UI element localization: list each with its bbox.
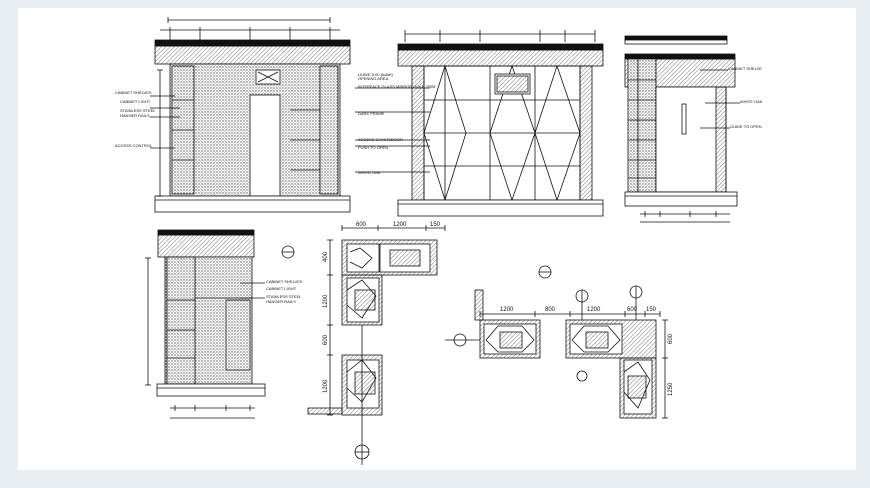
label-leave-gap: LEAVE 5,00 (bullet) (358, 72, 394, 77)
dim-600-plan2: 600 (627, 307, 638, 313)
label-hanger-rails: HANGER RAILS (120, 113, 150, 118)
dim-800-plan2: 800 (545, 307, 556, 313)
dim-150-plan1: 150 (430, 222, 441, 228)
plan-2 (445, 265, 668, 419)
label-opening-area: OPENING AREA (358, 76, 389, 81)
label-access-cover: ACCESS COVER/DOOR (358, 137, 403, 142)
label-guide-to-open: GUIDE TO OPEN (730, 124, 762, 129)
label-cabinet-shelves-2: CABINET SHELVES (266, 279, 303, 284)
label-interface-glass: INTERFACE GLASS MIRROR GOLD TRIM (358, 84, 436, 89)
elevation-4 (145, 229, 266, 419)
dim-1200-plan1-v: 1200 (323, 294, 329, 308)
cad-drawing: CABINET SHELVES CABINET LIGHT STAINLESS … (115, 17, 763, 465)
label-push-to-open: PUSH TO OPEN (358, 145, 388, 150)
elevation-2 (355, 30, 604, 217)
dim-600-plan2-v: 600 (668, 333, 674, 344)
elevation-1 (150, 17, 351, 213)
label-stainless-steel: STAINLESS STEEL (120, 108, 156, 113)
label-stainless-steel-2: STAINLESS STEEL (266, 294, 302, 299)
label-hanger-rails-2: HANGER RAILS (266, 299, 296, 304)
elevation-3 (624, 35, 740, 223)
dim-400-plan1: 400 (323, 251, 329, 262)
dim-1200-plan1-v2: 1200 (323, 379, 329, 393)
label-cabinet-light: CABINET LIGHT (120, 99, 151, 104)
drawing-sheet: CABINET SHELVES CABINET LIGHT STAINLESS … (18, 8, 856, 470)
dim-1200-plan2-b: 1200 (587, 307, 601, 313)
label-dark-frame: DARK FRAME (358, 111, 385, 116)
label-white-oak-short: WHITE OAK (740, 99, 763, 104)
dim-1200-plan1: 1200 (393, 222, 407, 228)
dim-1250-plan2-v: 1250 (668, 382, 674, 396)
label-access-control: ACCESS CONTROL (115, 143, 153, 148)
plan-1 (281, 225, 446, 465)
label-cabinet-light-2: CABINET LIGHT (266, 286, 297, 291)
dim-600-plan1: 600 (356, 222, 367, 228)
label-cabinet-shelves: CABINET SHELVES (115, 90, 152, 95)
dim-600-plan1-v: 600 (323, 334, 329, 345)
label-white-oak: WHITE OAK (358, 170, 381, 175)
dim-150-plan2: 150 (646, 307, 657, 313)
label-cabinet-shelve: CABINET SHELVE (728, 66, 762, 71)
dim-1200-plan2-a: 1200 (500, 307, 514, 313)
